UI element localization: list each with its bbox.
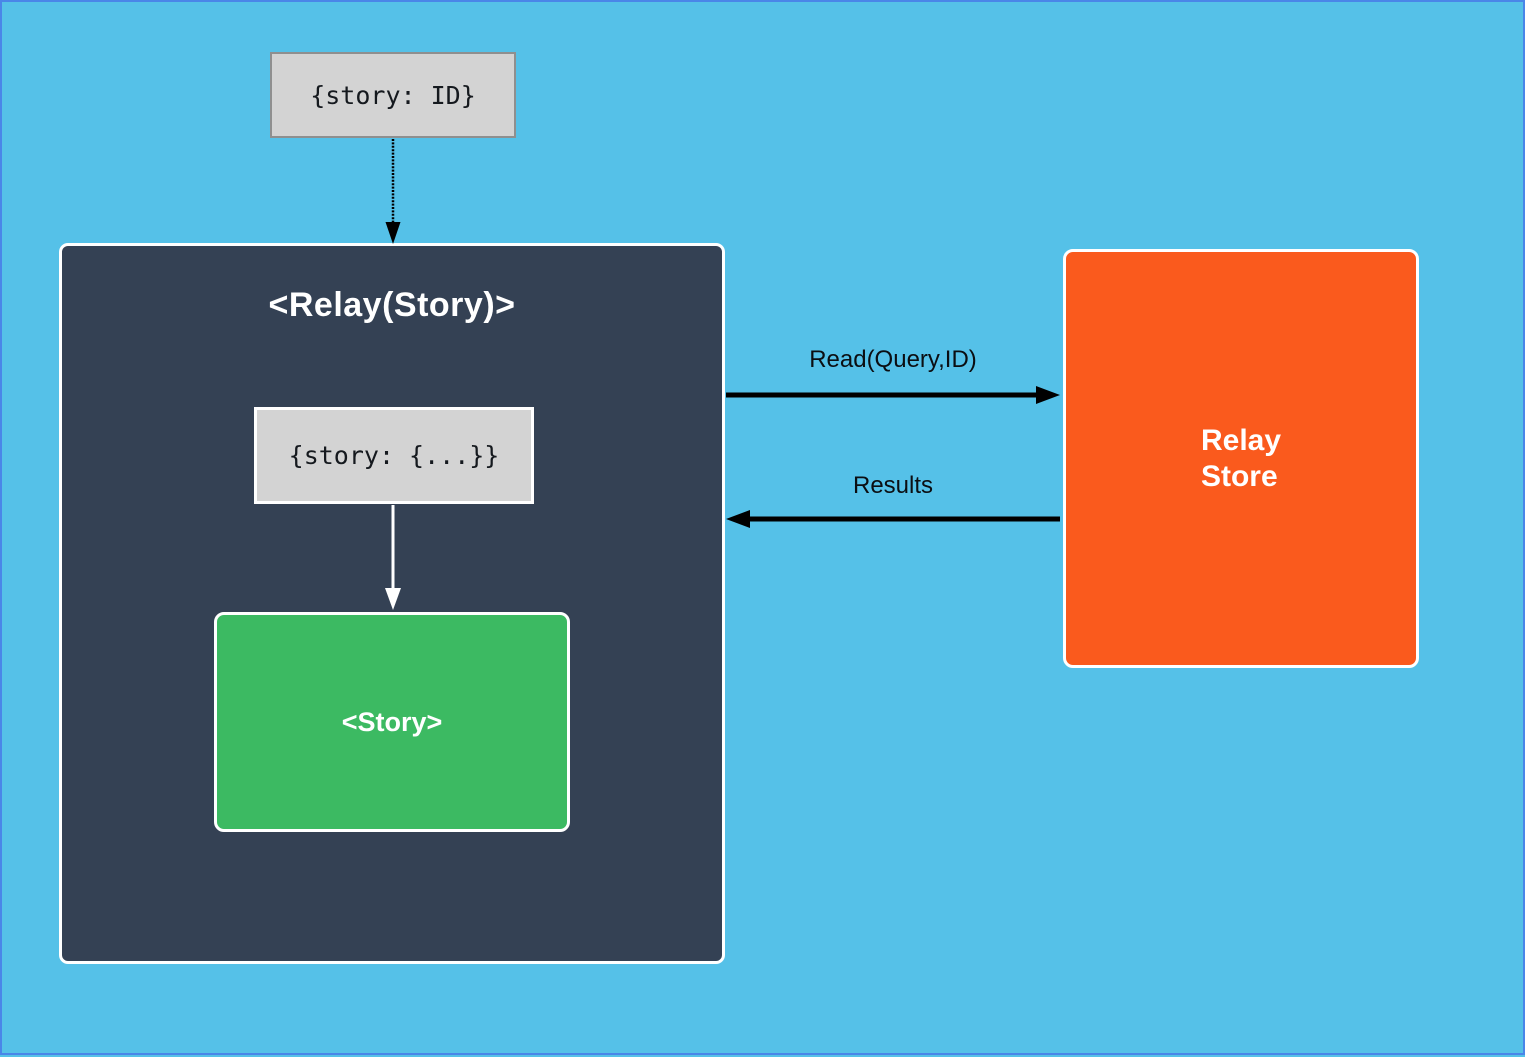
relay-store-label-line2: Store: [1200, 459, 1278, 493]
read-arrow: [726, 386, 1060, 404]
relay-store-label-line1: Relay: [1200, 423, 1282, 457]
results-arrow: [726, 510, 1060, 528]
read-arrow-label: Read(Query,ID): [809, 346, 977, 373]
story-node: <Story>: [214, 612, 570, 832]
story-node-label: <Story>: [341, 706, 443, 737]
inner-props-node: {story: {...}}: [254, 407, 534, 504]
relay-container: <Relay(Story)> {story: {...}} <Story>: [59, 243, 725, 964]
relay-store-node: Relay Store: [1063, 249, 1419, 668]
relay-store-label: Relay Store: [1201, 423, 1281, 495]
results-arrow-label: Results: [852, 472, 934, 499]
props-input-node: {story: ID}: [270, 52, 516, 138]
props-to-relay-arrow: [385, 139, 401, 244]
relay-container-title: <Relay(Story)>: [268, 286, 516, 324]
